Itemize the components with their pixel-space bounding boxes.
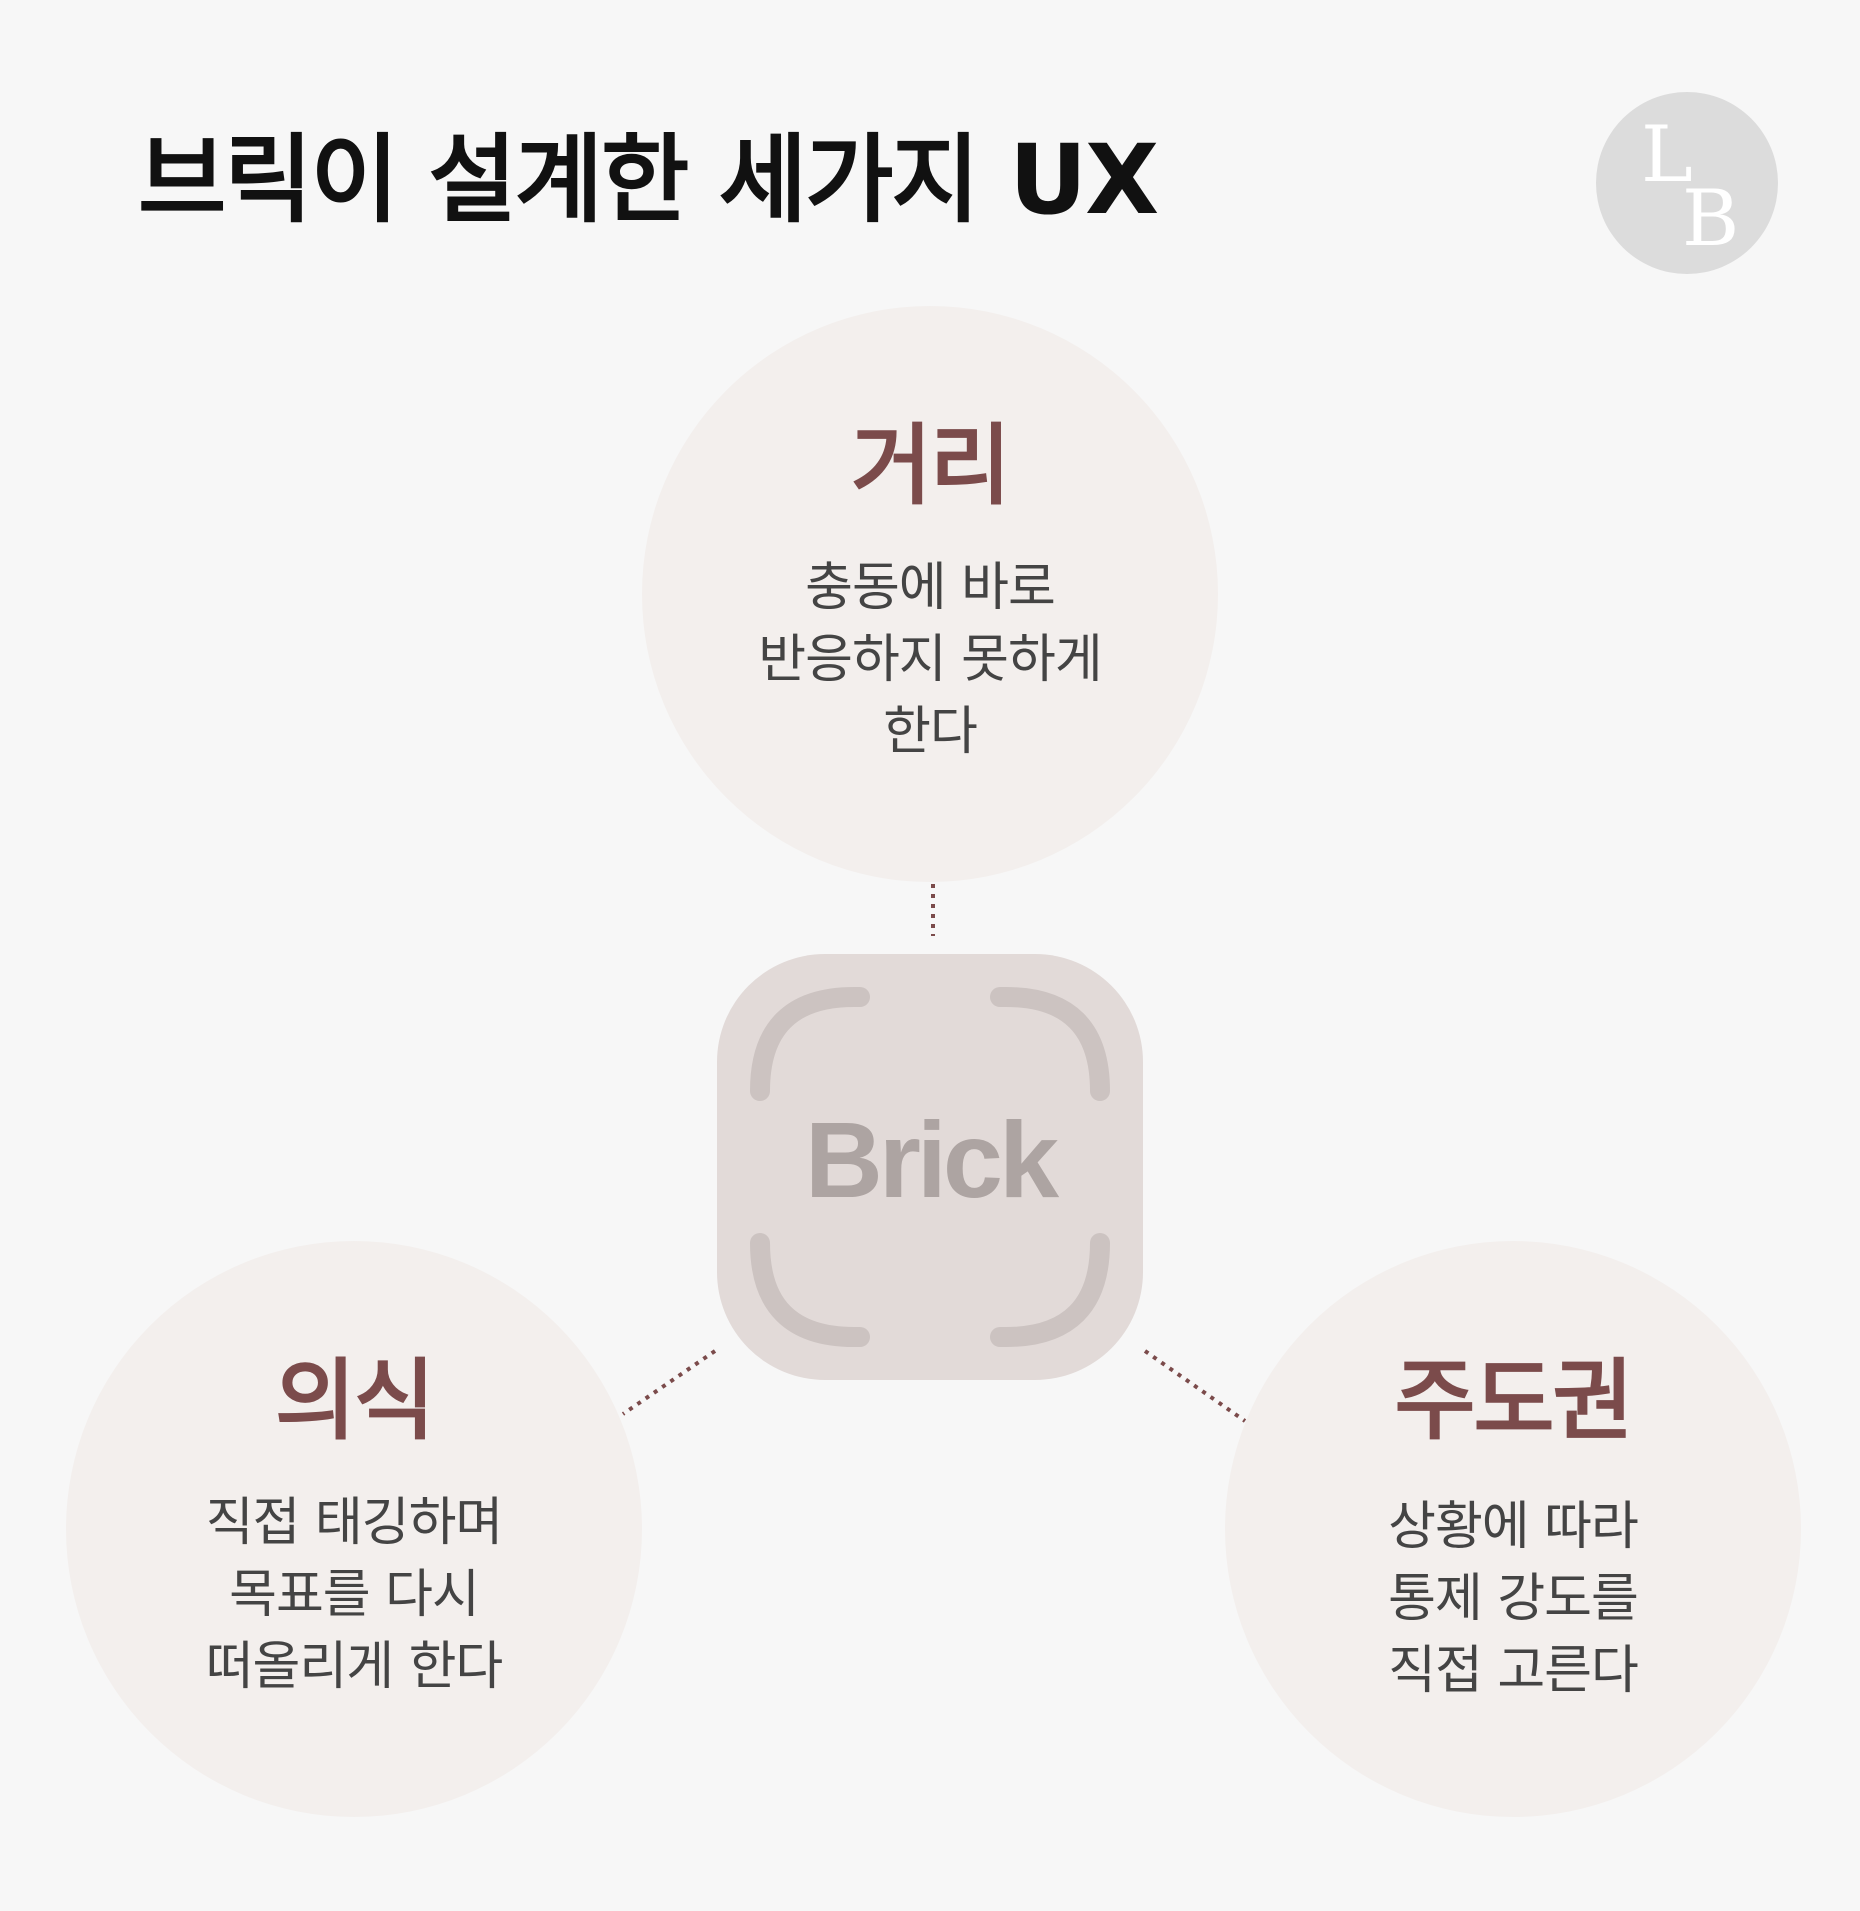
node-description: 직접 태깅하며 목표를 다시 떠올리게 한다 (205, 1493, 504, 1697)
node-awareness: 의식 직접 태깅하며 목표를 다시 떠올리게 한다 (66, 1241, 642, 1817)
node-heading: 거리 (851, 414, 1011, 517)
node-heading: 의식 (275, 1349, 435, 1452)
page-title: 브릭이 설계한 세가지 UX (138, 124, 1159, 236)
viewfinder-corners-icon (750, 987, 1110, 1347)
logo-letter-l: L (1641, 110, 1693, 200)
lb-logo-icon: L B (1596, 92, 1778, 274)
node-description: 상황에 따라 통제 강도를 직접 고른다 (1388, 1497, 1639, 1701)
node-distance: 거리 충동에 바로 반응하지 못하게 한다 (642, 306, 1218, 882)
logo-letter-b: B (1682, 174, 1740, 264)
brick-device-icon: Brick (717, 954, 1143, 1380)
brick-label: Brick (804, 1099, 1059, 1220)
connector-left (621, 1349, 717, 1416)
connector-right (1143, 1349, 1247, 1423)
node-control: 주도권 상황에 따라 통제 강도를 직접 고른다 (1225, 1241, 1801, 1817)
node-description: 충동에 바로 반응하지 못하게 한다 (758, 558, 1102, 762)
node-heading: 주도권 (1394, 1349, 1634, 1452)
